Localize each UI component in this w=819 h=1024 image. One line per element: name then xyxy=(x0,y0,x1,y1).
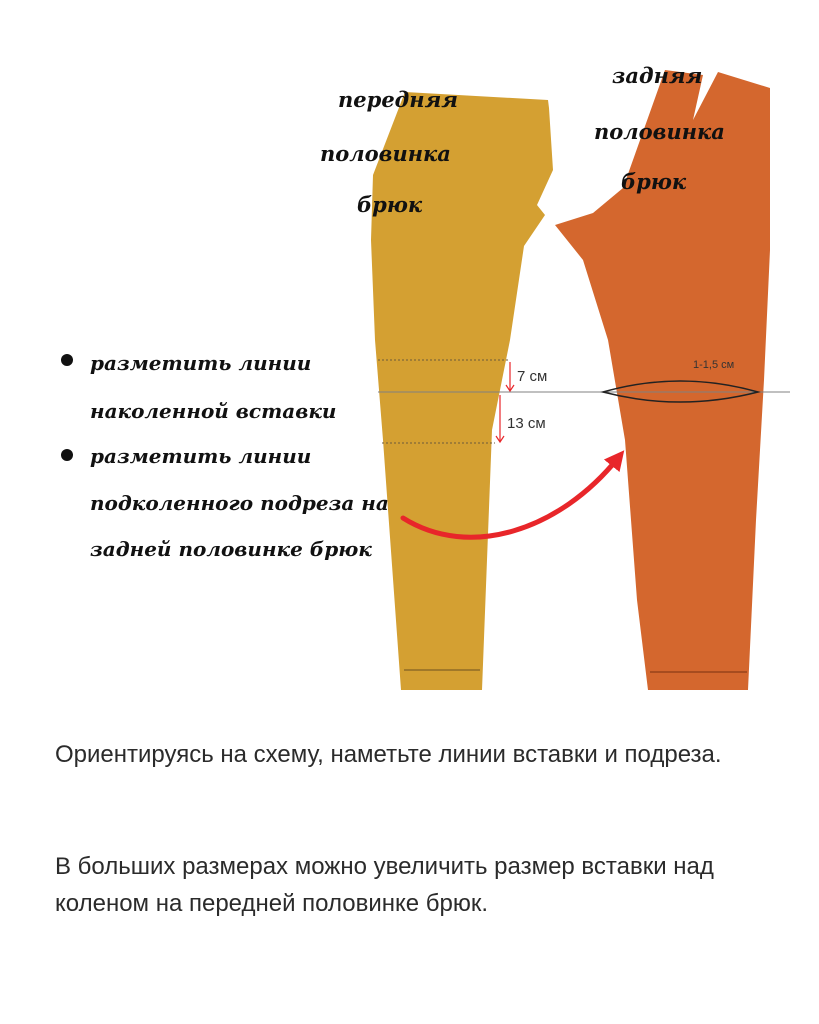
bullet-2-line-2: подколенного подреза на xyxy=(90,491,389,515)
back-label-line-1: задняя xyxy=(612,63,702,88)
bullet-2-line-3: задней половинке брюк xyxy=(90,537,372,561)
front-trouser-piece xyxy=(371,92,553,690)
pattern-diagram: 7 см 13 см 1-1,5 см передняя половинка б… xyxy=(61,63,790,690)
instruction-paragraph-1: Ориентируясь на схему, наметьте линии вс… xyxy=(55,741,722,768)
back-label-line-3: брюк xyxy=(621,169,687,194)
bullet-dot-2 xyxy=(61,449,73,461)
front-label-line-3: брюк xyxy=(357,192,423,217)
back-label-line-2: половинка xyxy=(594,119,725,144)
measure-back-label: 1-1,5 см xyxy=(693,359,734,371)
measure-7cm-label: 7 см xyxy=(517,368,547,385)
instruction-paragraph-2: В больших размерах можно увеличить разме… xyxy=(55,853,714,917)
transfer-arrow xyxy=(400,450,625,540)
back-knee-dart xyxy=(600,380,761,403)
front-label-line-1: передняя xyxy=(338,87,458,112)
bullet-1-line-1: разметить линии xyxy=(90,351,311,375)
bullet-1-line-2: наколенной вставки xyxy=(90,399,336,423)
back-trouser-piece xyxy=(555,70,770,690)
measure-13cm-label: 13 см xyxy=(507,415,546,432)
bullet-2-line-1: разметить линии xyxy=(90,444,311,468)
bullet-dot-1 xyxy=(61,354,73,366)
front-label-line-2: половинка xyxy=(320,141,451,166)
